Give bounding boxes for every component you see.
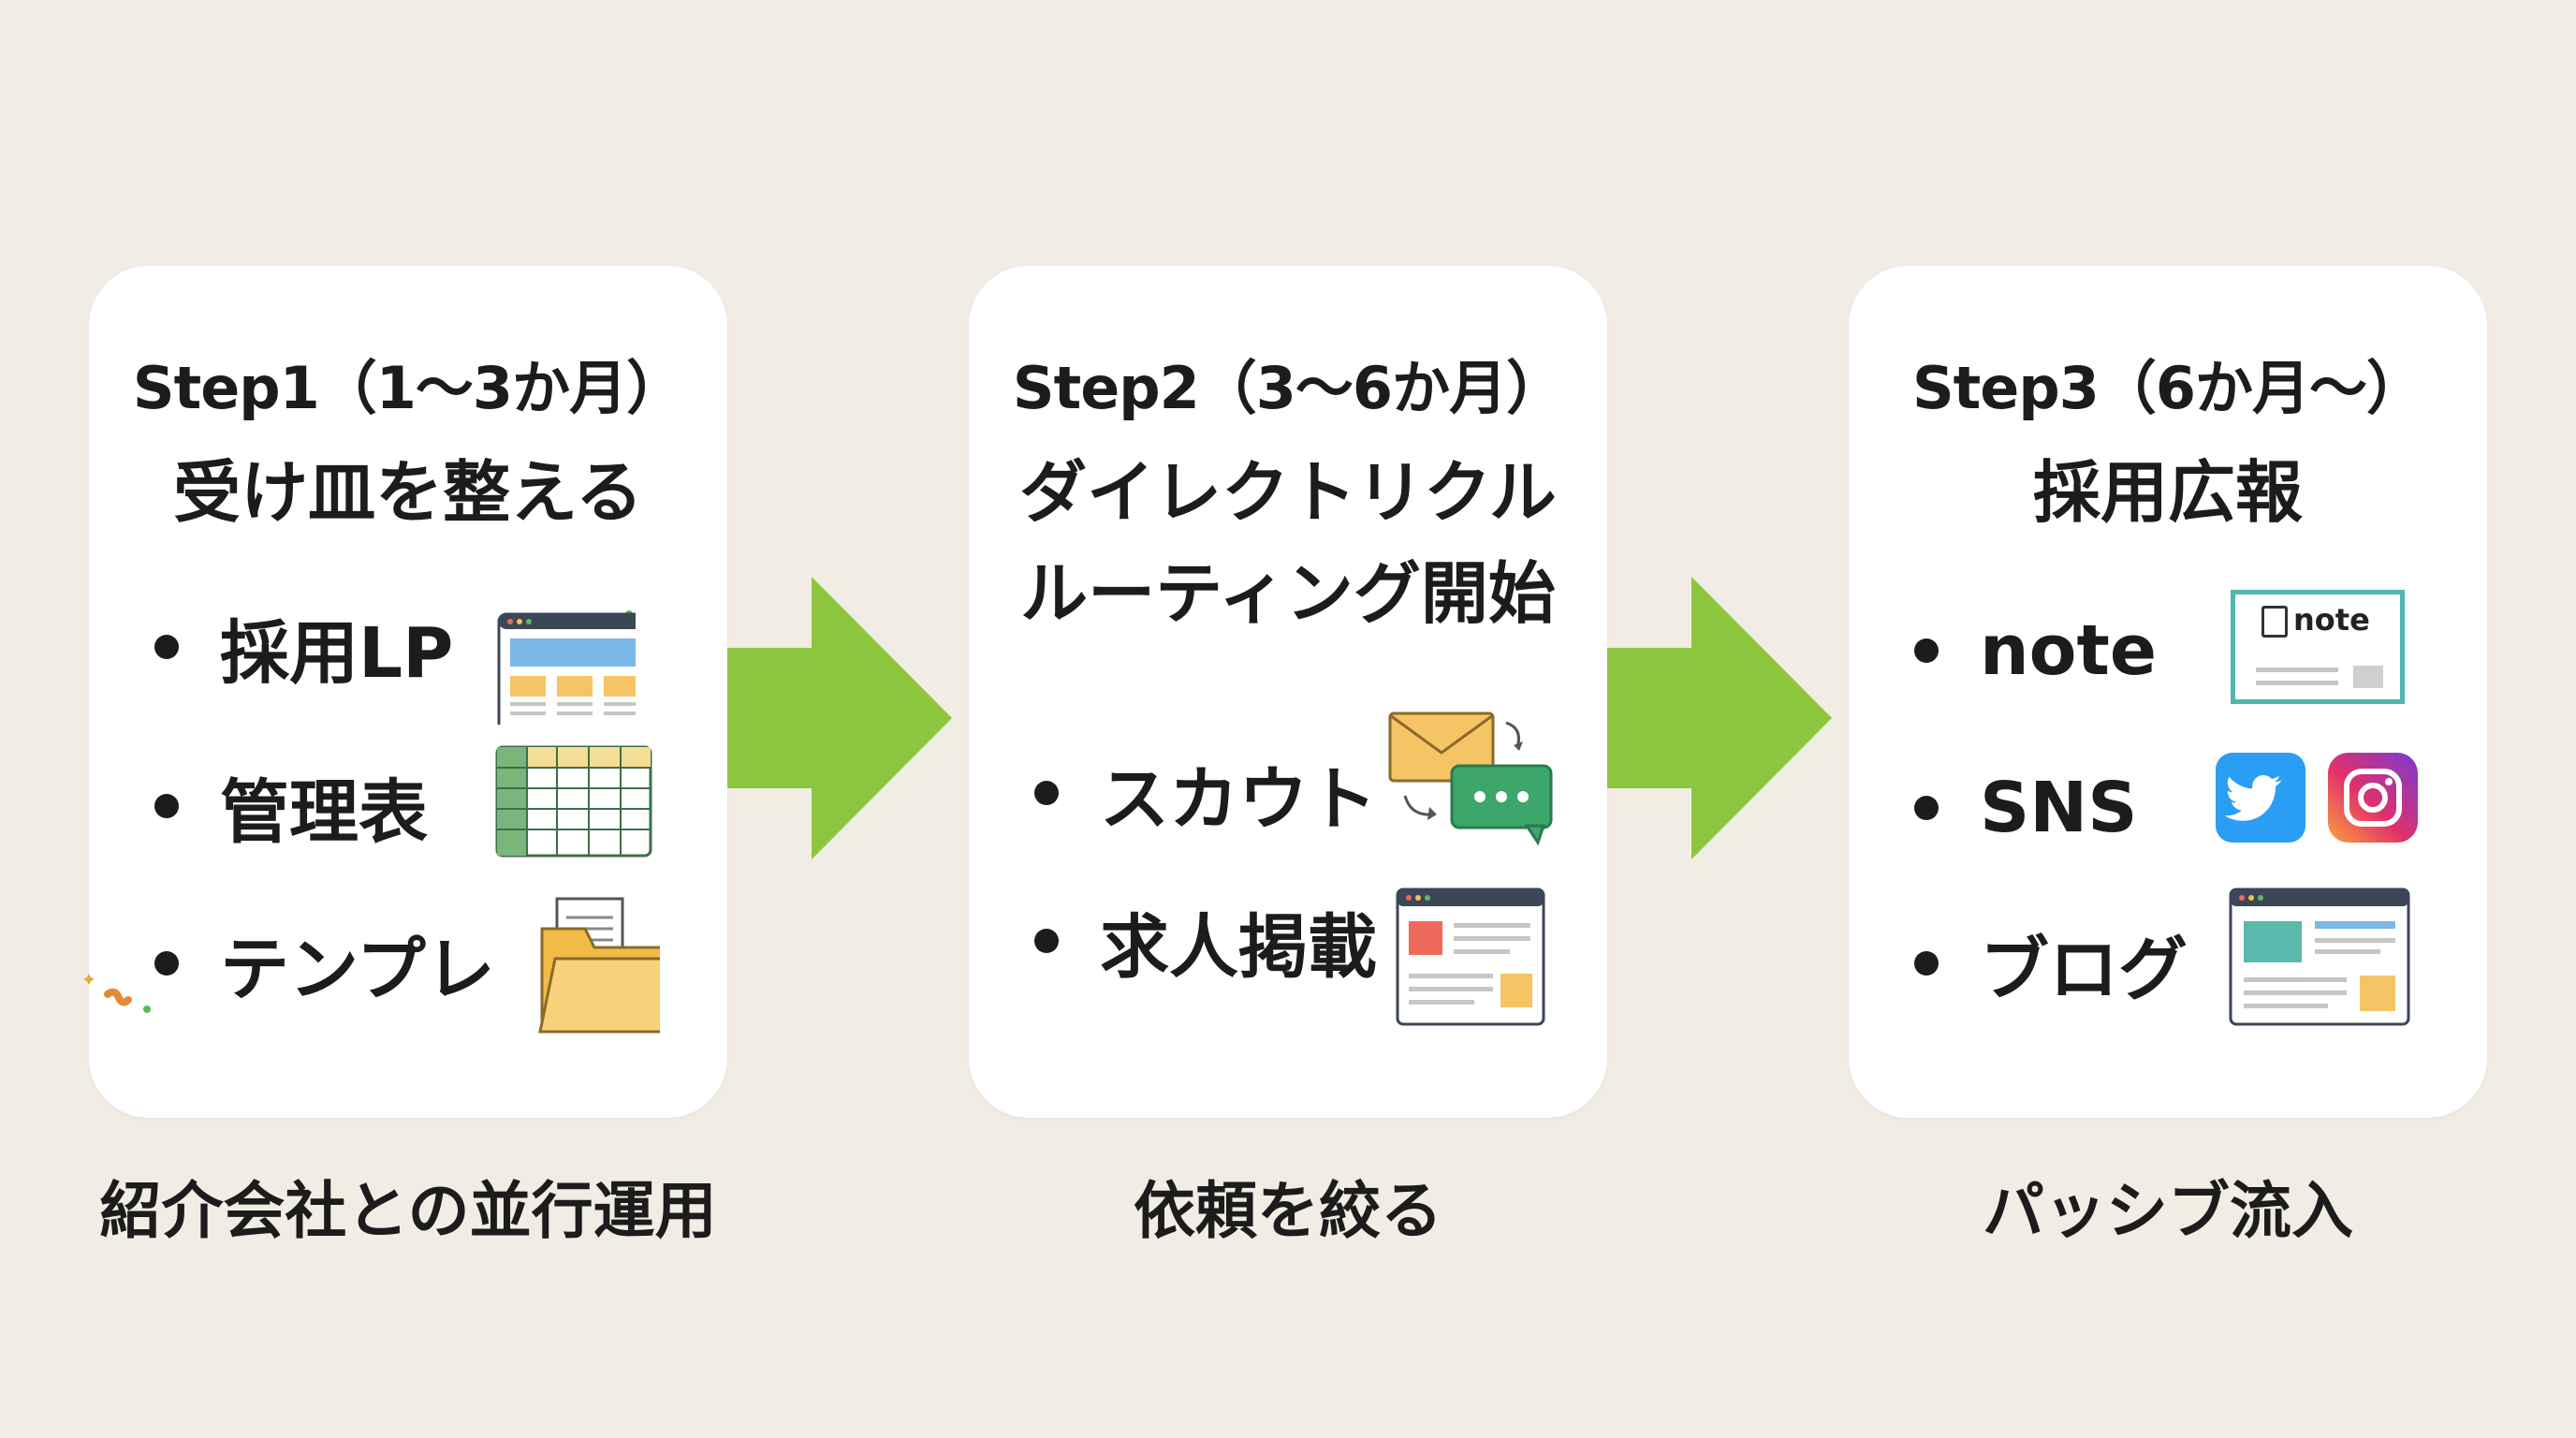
step3-card: Step3（6か月〜） 採用広報 note SNS ブログ note (1849, 266, 2487, 1118)
step3-item-note: note (1914, 599, 2157, 702)
step1-item-sheet-label: 管理表 (220, 771, 428, 853)
instagram-icon (2328, 753, 2418, 843)
step2-item-scout: スカウト (1034, 741, 1377, 844)
step2-item-scout-label: スカウト (1100, 758, 1377, 840)
step3-item-note-label: note (1980, 610, 2158, 691)
bullet-icon (1914, 796, 1939, 820)
step2-item-listing-label: 求人掲載 (1100, 906, 1377, 988)
step1-card: Step1（1〜3か月） 受け皿を整える 採用LP 管理表 テンプレ (83, 266, 727, 1118)
step1-label: Step1（1〜3か月） (132, 354, 684, 422)
note-logo-text: note (2293, 602, 2370, 638)
folder-document-icon (83, 897, 660, 1034)
step1-caption: 紹介会社との並行運用 (99, 1175, 717, 1247)
arrow-right-icon (1607, 577, 1832, 859)
job-listing-page-icon (1396, 888, 1545, 1026)
step1-item-lp: 採用LP (154, 595, 453, 698)
bullet-icon (1914, 638, 1939, 663)
step2-title: ダイレクトリクル ルーティング開始 (969, 442, 1607, 644)
bullet-icon (1034, 929, 1059, 953)
landing-page-icon (497, 610, 636, 725)
bullet-icon (1914, 951, 1939, 976)
step3-title: 採用広報 (2032, 453, 2303, 532)
blog-page-icon (2229, 888, 2410, 1026)
twitter-icon (2216, 753, 2305, 843)
step2-title-line1: ダイレクトリクル (1019, 453, 1557, 532)
step1-item-template: テンプレ (154, 912, 495, 1015)
step2-label: Step2（3〜6か月） (1012, 354, 1564, 422)
step2-card: Step2（3〜6か月） ダイレクトリクル ルーティング開始 スカウト 求人掲載 (969, 266, 1607, 1118)
step1-title: 受け皿を整える (173, 453, 643, 532)
bullet-icon (154, 794, 179, 818)
step3-label: Step3（6か月〜） (1911, 354, 2424, 422)
step3-item-blog: ブログ (1914, 912, 2188, 1015)
bullet-icon (1034, 781, 1059, 805)
step3-item-sns: SNS (1914, 756, 2138, 859)
step3-item-blog-label: ブログ (1980, 929, 2188, 1010)
step1-item-sheet: 管理表 (154, 755, 428, 858)
arrow-right-icon (727, 577, 952, 859)
bullet-icon (154, 951, 179, 976)
bullet-icon (154, 635, 179, 659)
step3-caption: パッシブ流入 (1983, 1175, 2353, 1247)
step2-caption: 依頼を絞る (1134, 1175, 1442, 1247)
spreadsheet-icon (495, 745, 652, 858)
mail-chat-icon (1388, 712, 1553, 846)
step1-item-lp-label: 採用LP (220, 612, 454, 694)
note-page-icon (2261, 606, 2288, 638)
step1-item-template-label: テンプレ (220, 929, 495, 1010)
note-card-icon: note (2231, 590, 2405, 704)
step2-item-listing: 求人掲載 (1034, 889, 1377, 992)
step2-title-line2: ルーティング開始 (1020, 554, 1556, 633)
step3-item-sns-label: SNS (1980, 768, 2138, 848)
